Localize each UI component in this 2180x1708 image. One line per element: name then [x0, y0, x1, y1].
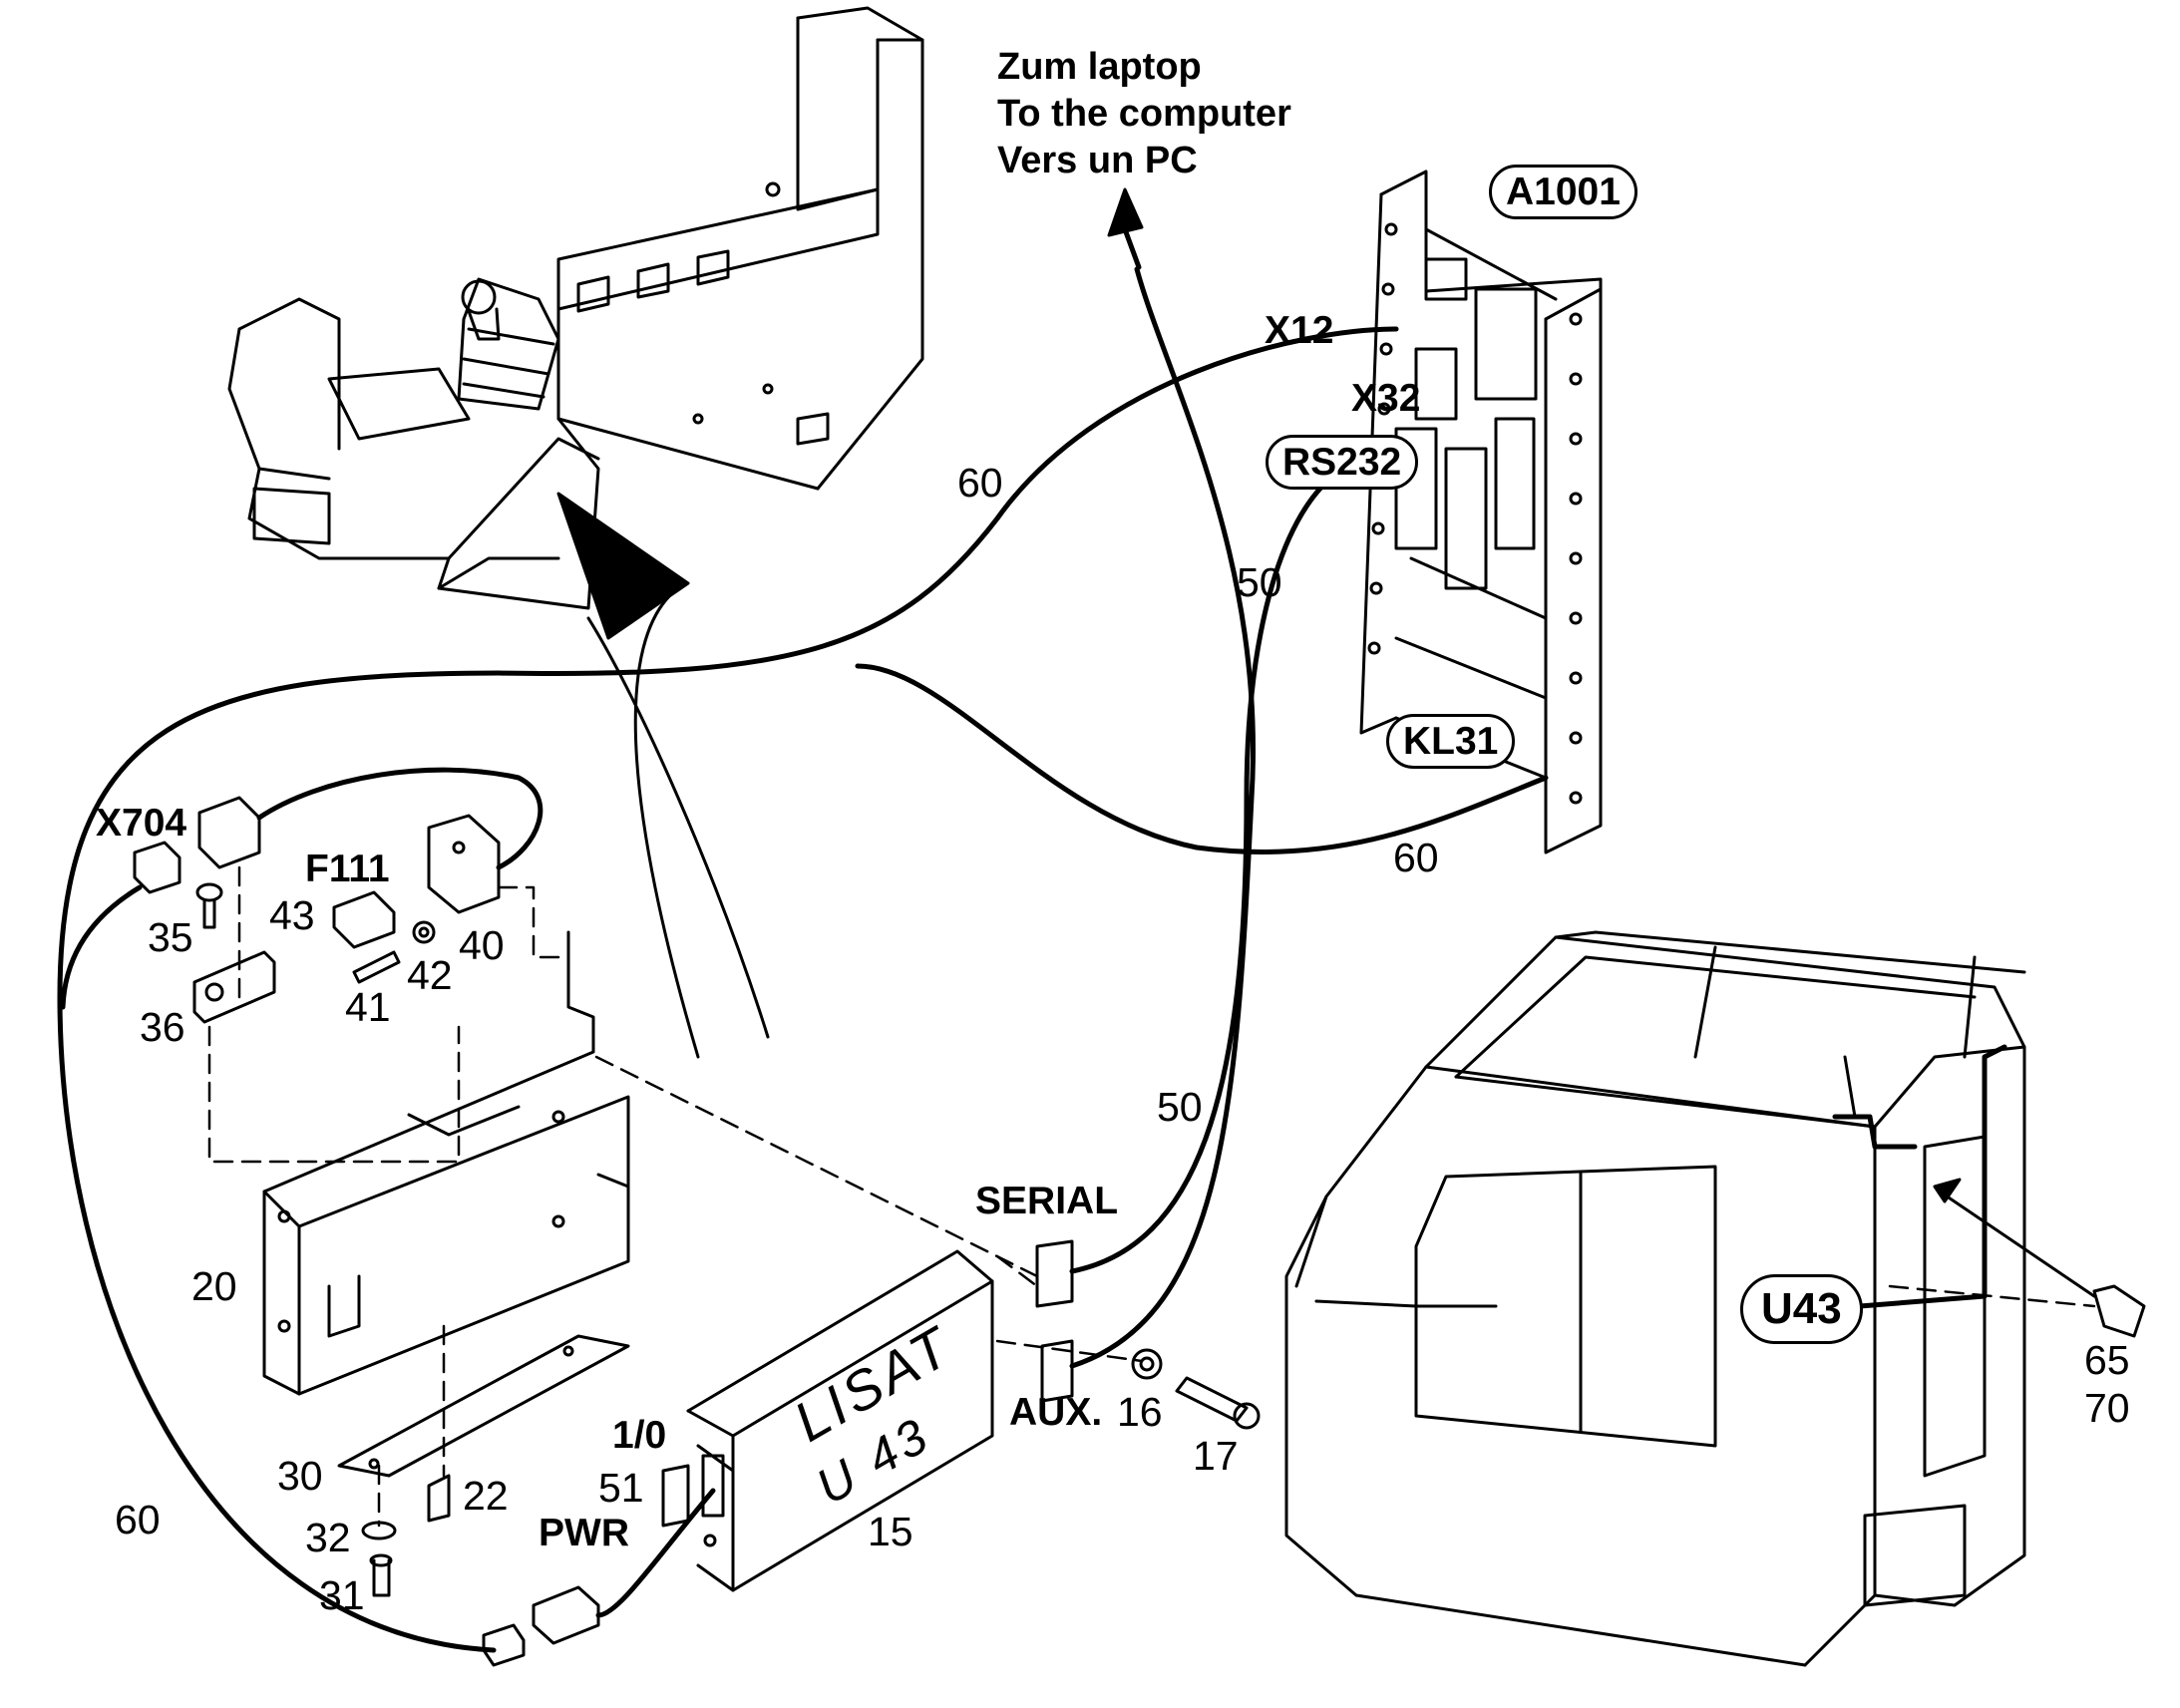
mounting-bracket-20	[262, 930, 630, 1396]
label-aux: AUX.	[1009, 1391, 1103, 1434]
aux-connector	[1040, 1339, 1074, 1403]
destination-line-en: To the computer	[997, 93, 1291, 135]
plug-51	[661, 1464, 690, 1528]
part-31: 31	[319, 1572, 365, 1618]
washer-16	[1131, 1348, 1163, 1380]
callout-kl31: KL31	[1386, 714, 1516, 769]
antenna-65-70	[2092, 1284, 2146, 1338]
part-35: 35	[148, 914, 193, 960]
serial-connector	[1035, 1239, 1074, 1308]
label-x12: X12	[1265, 309, 1334, 352]
arrows	[556, 187, 2096, 1308]
part-70: 70	[2084, 1385, 2130, 1431]
part-65: 65	[2084, 1337, 2130, 1383]
part-32: 32	[305, 1515, 351, 1560]
part-51: 51	[598, 1465, 644, 1511]
connector-x704	[133, 796, 261, 894]
part-16: 16	[1117, 1389, 1163, 1435]
fuse-f111	[332, 890, 396, 949]
part-42: 42	[407, 952, 453, 998]
part-36: 36	[140, 1004, 185, 1050]
part-50-top: 50	[1237, 559, 1282, 605]
part-50-bottom: 50	[1157, 1084, 1203, 1130]
part-60-top: 60	[957, 460, 1003, 506]
part-15: 15	[868, 1509, 913, 1554]
part-41: 41	[345, 984, 391, 1030]
screw-31	[369, 1553, 393, 1597]
label-pwr: PWR	[539, 1512, 629, 1554]
cables	[57, 266, 2007, 1653]
label-io: 1/0	[612, 1414, 667, 1457]
destination-line-fr: Vers un PC	[997, 140, 1198, 181]
washer-42	[412, 920, 436, 944]
pwr-plug	[482, 1585, 600, 1667]
screw-35	[195, 882, 223, 929]
part-30: 30	[277, 1453, 323, 1499]
destination-note: Zum laptop To the computer Vers un PC	[997, 44, 1291, 184]
screw-41	[352, 950, 401, 984]
callout-u43: U43	[1740, 1274, 1863, 1344]
part-60-left: 60	[115, 1497, 161, 1542]
part-43: 43	[269, 892, 315, 938]
plate-30	[337, 1334, 630, 1478]
part-22: 22	[463, 1473, 509, 1519]
part-60-right: 60	[1393, 835, 1439, 880]
holder-36	[192, 950, 276, 1024]
bolt-17	[1175, 1376, 1261, 1430]
destination-line-de: Zum laptop	[997, 46, 1202, 88]
part-17: 17	[1193, 1433, 1239, 1479]
excavator-cab	[1284, 930, 2026, 1667]
assembly-lines	[207, 865, 2096, 1528]
label-f111: F111	[305, 848, 390, 890]
label-serial: SERIAL	[975, 1180, 1119, 1222]
label-x32: X32	[1351, 377, 1421, 420]
relay-holder-40	[427, 814, 501, 914]
nut-22	[427, 1474, 451, 1523]
part-20: 20	[191, 1263, 237, 1309]
part-40: 40	[459, 922, 505, 968]
label-x704: X704	[96, 802, 187, 845]
operator-console	[227, 6, 924, 610]
callout-rs232: RS232	[1266, 435, 1419, 490]
callout-a1001: A1001	[1489, 165, 1637, 219]
lisat-u43-module	[686, 1249, 994, 1592]
